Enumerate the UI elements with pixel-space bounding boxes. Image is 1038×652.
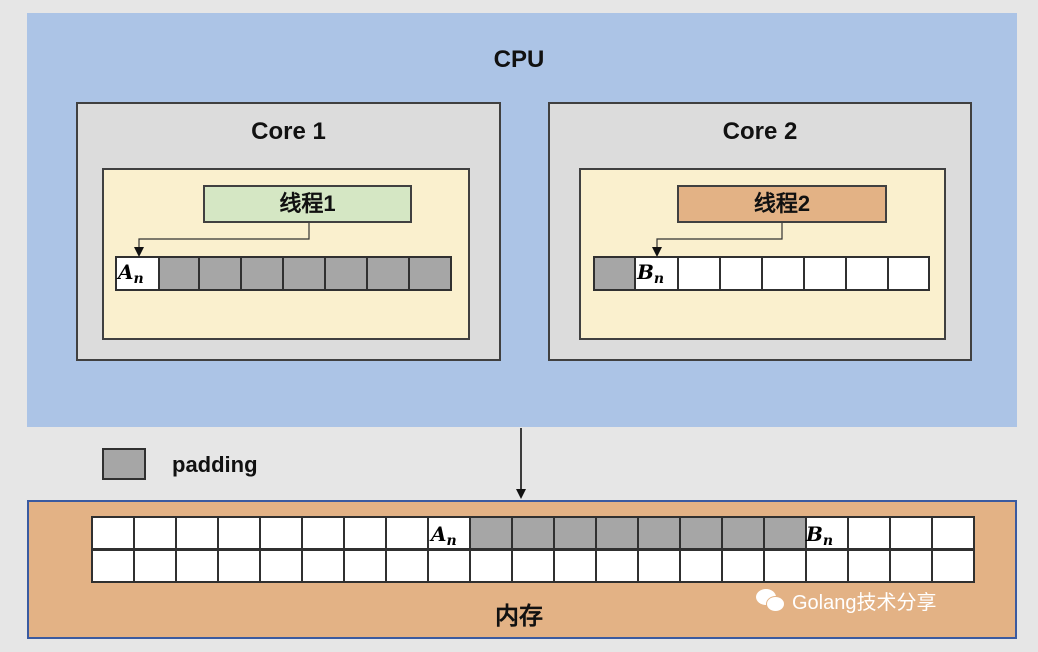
core-2-cell [887,256,930,291]
core-1-var-label: An [118,260,144,287]
memory-padding-cell [721,516,765,550]
watermark: Golang技术分享 [756,586,937,615]
memory-cell [931,549,975,583]
thread-1-box: 线程1 [203,185,412,223]
memory-cell [427,516,471,550]
core-2-cell [761,256,805,291]
core-1-padding-cell [282,256,326,291]
memory-cell [217,549,261,583]
thread-1-arrow [134,223,310,257]
core-2-cell-target [634,256,679,291]
legend-padding-swatch [102,448,146,480]
memory-cell [385,549,429,583]
memory-cell [679,549,723,583]
thread-2-box: 线程2 [677,185,887,223]
memory-cell [175,516,219,550]
memory-cell [301,549,345,583]
memory-cell [553,549,597,583]
memory-var-a-label: An [431,522,457,549]
cpu-title: CPU [493,46,545,73]
core-1-title: Core 1 [251,118,326,145]
thread-2-arrow [652,223,783,257]
wechat-icon [756,588,786,613]
memory-cell [931,516,975,550]
watermark-text: Golang技术分享 [792,592,937,614]
memory-cell [343,549,387,583]
legend-padding-label: padding [172,452,258,477]
core-2-cell [803,256,847,291]
memory-cell [889,549,933,583]
memory-cell [805,549,849,583]
memory-cell [91,516,135,550]
memory-var-b-label: Bn [806,522,834,549]
memory-cell [721,549,765,583]
core-1-padding-cell [408,256,452,291]
memory-title: 内存 [495,603,543,630]
memory-padding-cell [469,516,513,550]
memory-cell [469,549,513,583]
memory-cell [91,549,135,583]
memory-cell [763,549,807,583]
core-2-title: Core 2 [722,118,798,145]
memory-cell [133,549,177,583]
memory-cell [259,549,303,583]
core-2-var-label: Bn [637,260,665,287]
